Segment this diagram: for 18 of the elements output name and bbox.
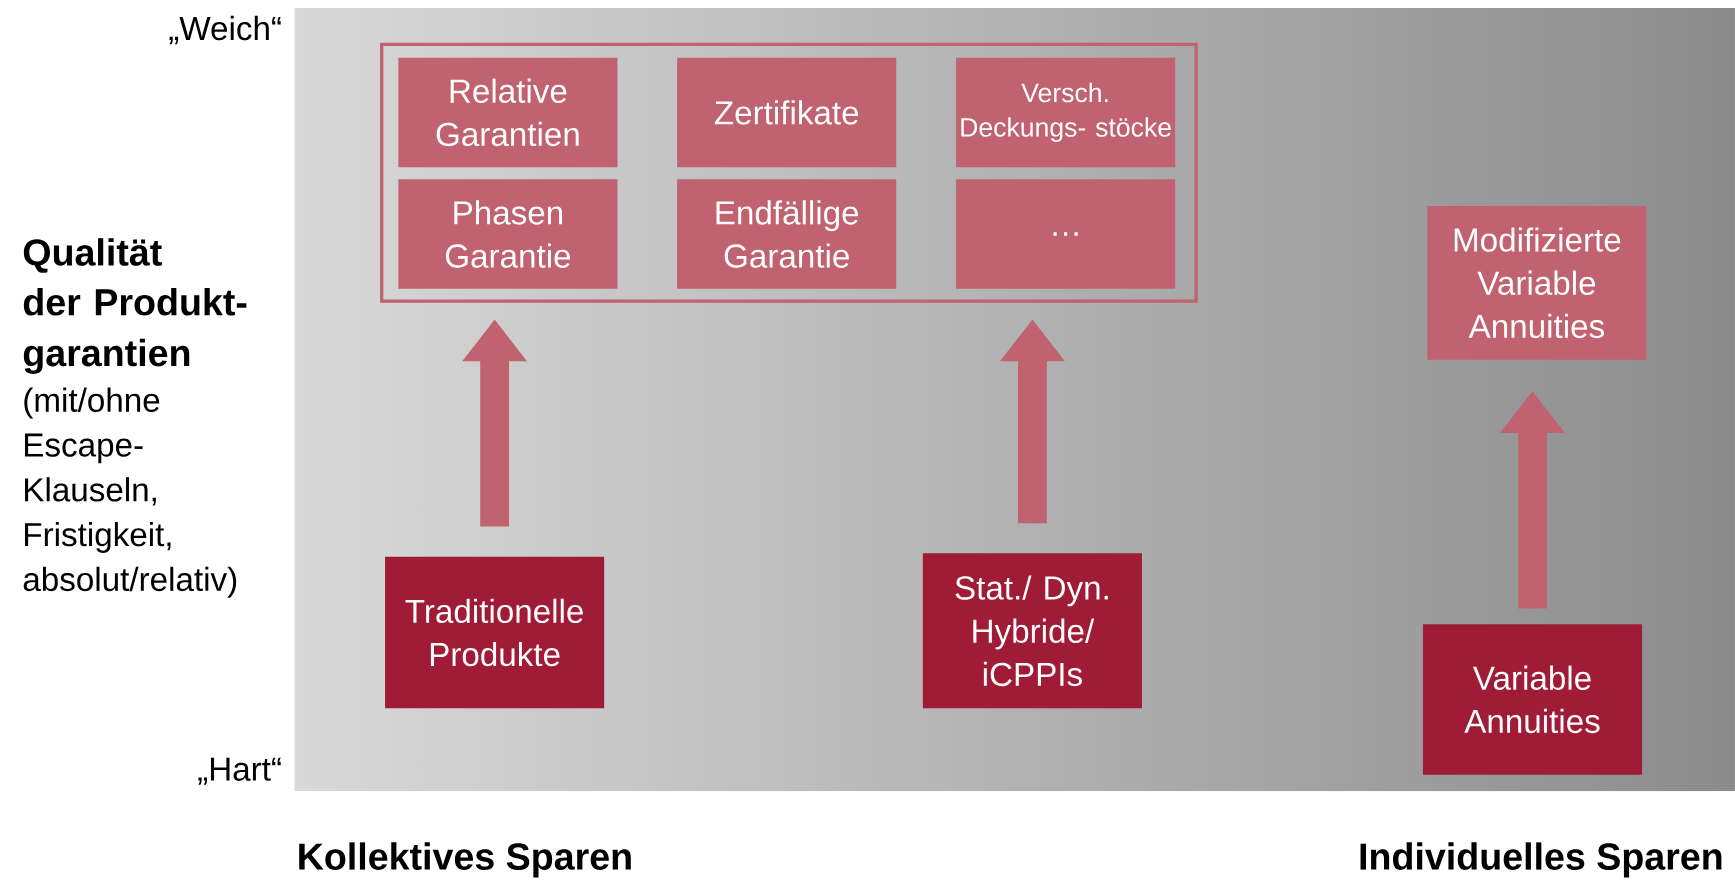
guarantee-box: Modifizierte Variable Annuities (1427, 205, 1647, 360)
axis-label: der Produkt- garantien (23, 288, 247, 374)
axis-label: Qualität (23, 238, 162, 273)
product-box: Stat./ Dyn. Hybride/ iCPPIs (922, 553, 1142, 709)
axis-label: Individuelles Sparen (1360, 842, 1722, 878)
axis-label: „Weich“ (169, 15, 281, 45)
axis-label: „Hart“ (198, 757, 281, 785)
axis-label: Kollektives Sparen (299, 842, 631, 878)
guarantee-box: Versch. Deckungs- stöcke (956, 57, 1176, 168)
guarantee-box: … (956, 179, 1176, 289)
product-box: Traditionelle Produkte (385, 556, 605, 709)
guarantee-box: Phasen Garantie (398, 179, 618, 289)
group-frame (380, 42, 1198, 303)
guarantee-box: Zertifikate (677, 57, 897, 168)
axis-label: (mit/ohne Escape- Klauseln, Fristigkeit, absolut/relativ) (23, 387, 237, 598)
product-box: Variable Annuities (1422, 624, 1643, 775)
guarantee-box: Relative Garantien (398, 57, 618, 168)
guarantee-box: Endfällige Garantie (677, 179, 897, 289)
